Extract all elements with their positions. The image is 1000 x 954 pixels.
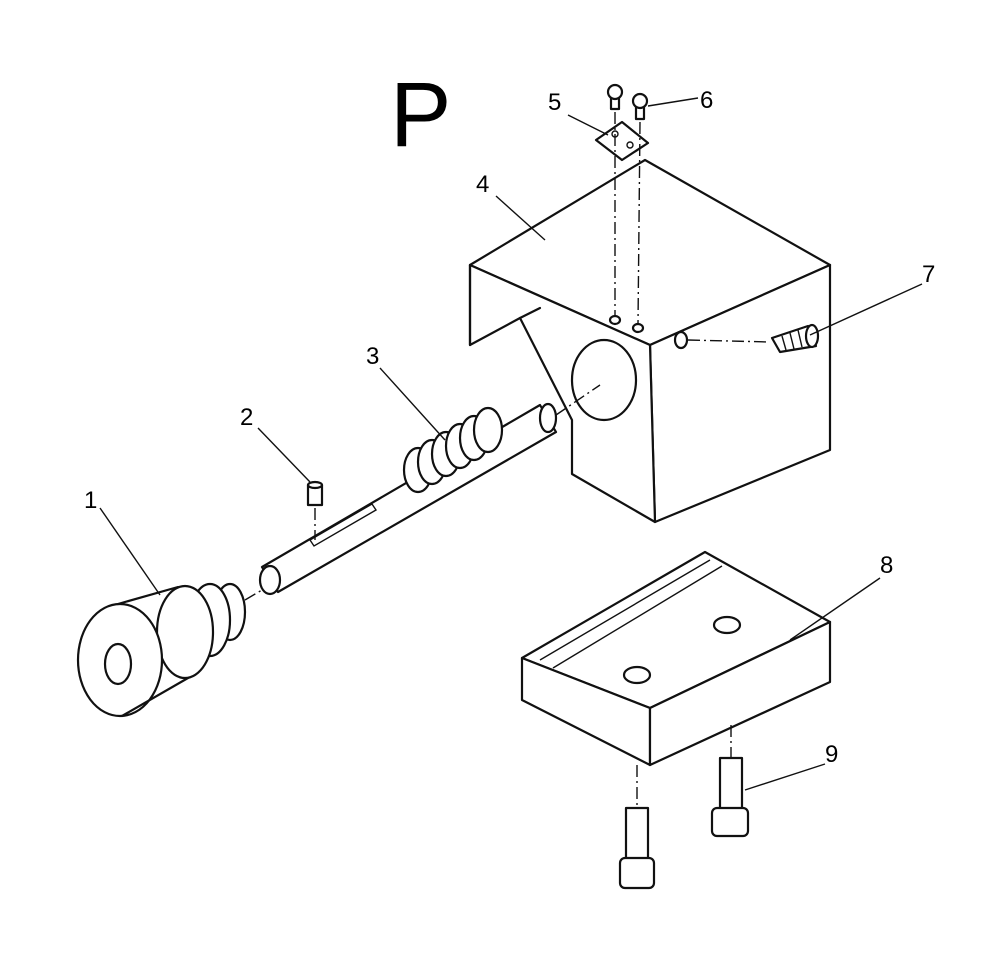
part-label-9: 9	[825, 741, 838, 768]
part-7-setscrew	[770, 323, 820, 354]
part-label-4: 4	[476, 171, 489, 198]
part-label-7: 7	[922, 261, 935, 288]
part-5-plate	[594, 120, 650, 162]
part-1-handwheel	[76, 582, 247, 718]
section-letter: P	[390, 64, 451, 166]
part-4-block	[468, 158, 832, 524]
part-label-5: 5	[548, 89, 561, 116]
leader-lines	[99, 97, 923, 791]
part-6-screws	[606, 83, 649, 121]
part-label-8: 8	[880, 552, 893, 579]
part-label-2: 2	[240, 404, 253, 431]
part-9-cap-screws	[618, 756, 750, 890]
part-label-6: 6	[700, 87, 713, 114]
part-8-gib-plate	[520, 550, 832, 767]
part-3-leadscrew	[258, 402, 558, 596]
part-label-3: 3	[366, 343, 379, 370]
part-2-key	[306, 480, 324, 507]
part-label-1: 1	[84, 487, 97, 514]
